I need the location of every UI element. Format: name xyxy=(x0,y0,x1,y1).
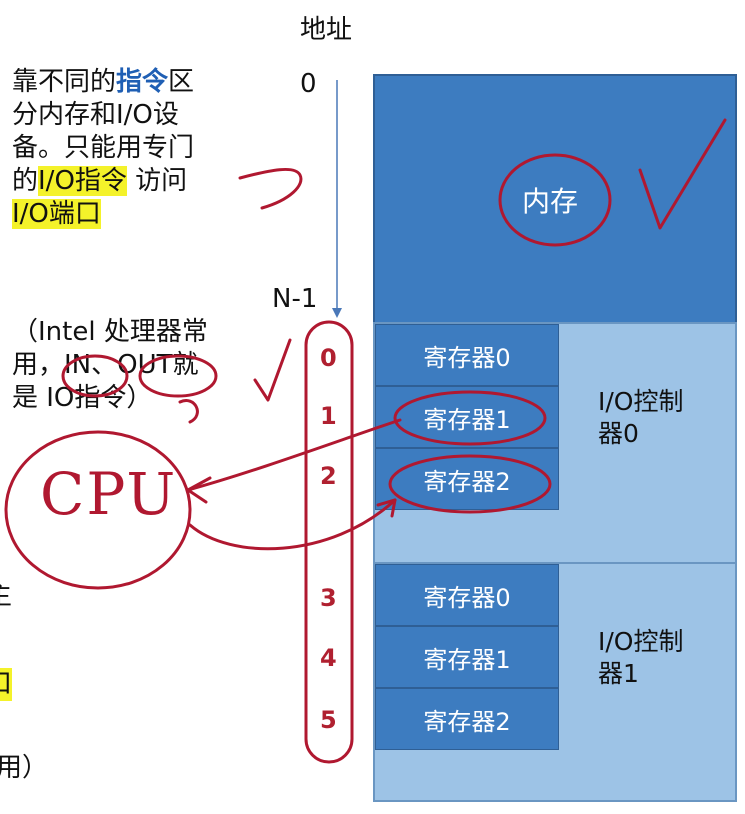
text-span: 靠不同的 xyxy=(12,67,117,97)
handwritten-cpu: CPU xyxy=(40,460,178,528)
highlight-io-port: I/O端口 xyxy=(12,199,101,229)
text-span: 备。只能用专门 xyxy=(12,133,195,163)
port-number-0: 0 xyxy=(320,344,337,372)
address-axis-arrow xyxy=(332,80,342,318)
port-number-1: 1 xyxy=(320,402,337,430)
controller1-register-2: 寄存器2 xyxy=(375,688,559,750)
ink-arrow-cpu-reg2 xyxy=(188,498,397,551)
text-span: 用， xyxy=(12,350,65,380)
text-span: 就 xyxy=(172,350,199,380)
keyword-out: OUT xyxy=(117,350,173,380)
text-span: 区 xyxy=(168,67,195,97)
cutoff-fragment: 主 xyxy=(0,580,12,613)
ink-arrowhead xyxy=(186,476,212,504)
label-line: I/O控制 xyxy=(598,627,684,656)
memory-label: 内存 xyxy=(522,185,579,218)
ink-arrow-reg1-cpu xyxy=(186,418,402,492)
description-paragraph: 靠不同的指令区 分内存和I/O设 备。只能用专门 的I/O指令 访问 I/O端口 xyxy=(12,66,257,231)
port-number-5: 5 xyxy=(320,706,337,734)
text-span: （Intel 处理器常 xyxy=(12,317,208,347)
controller0-register-0: 寄存器0 xyxy=(375,324,559,386)
controller1-register-1: 寄存器1 xyxy=(375,626,559,688)
cutoff-fragment: 用） xyxy=(0,753,49,783)
address-end: N-1 xyxy=(272,284,318,314)
address-header: 地址 xyxy=(300,15,353,45)
controller0-register-2: 寄存器2 xyxy=(375,448,559,510)
text-span: 分内存和I/O设 xyxy=(12,100,179,130)
label-line: 器0 xyxy=(598,419,639,448)
label-line: I/O控制 xyxy=(598,387,684,416)
port-number-3: 3 xyxy=(320,584,337,612)
text-span: 是 IO指令） xyxy=(12,383,153,413)
keyword-instruction: 指令 xyxy=(116,67,169,97)
ink-port-range xyxy=(304,320,354,764)
address-start: 0 xyxy=(300,69,317,99)
controller1-label: I/O控制 器1 xyxy=(598,626,683,690)
label-line: 器1 xyxy=(598,659,639,688)
port-number-2: 2 xyxy=(320,462,337,490)
port-number-4: 4 xyxy=(320,644,337,672)
text-span: 的 xyxy=(12,166,39,196)
controller0-register-1: 寄存器1 xyxy=(375,386,559,448)
highlight-io-instruction: I/O指令 xyxy=(38,166,127,196)
controller0-label: I/O控制 器0 xyxy=(598,386,683,450)
text-span: 访问 xyxy=(126,166,188,196)
text-span: 、 xyxy=(91,350,118,380)
keyword-in: IN xyxy=(64,350,92,380)
cutoff-fragment-highlight: 口 xyxy=(0,668,13,701)
intel-note: （Intel 处理器常 用，IN、OUT就 是 IO指令） xyxy=(12,316,272,415)
controller1-register-0: 寄存器0 xyxy=(375,564,559,626)
